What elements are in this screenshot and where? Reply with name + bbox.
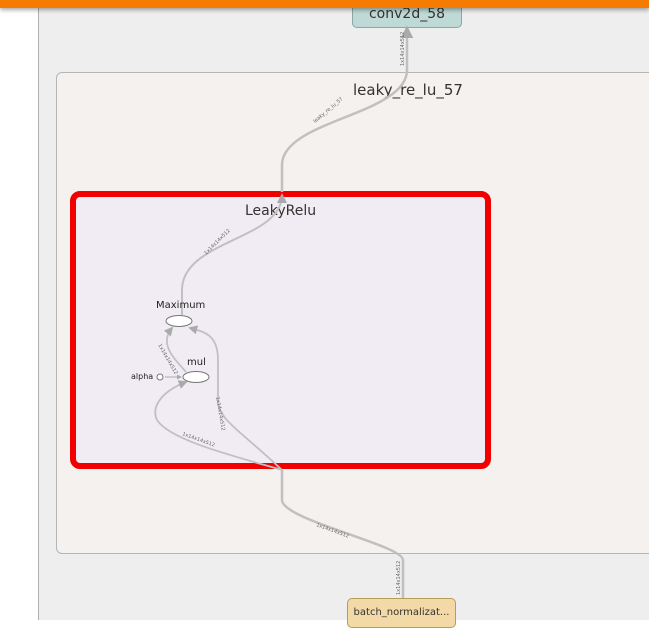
group-title: leaky_re_lu_57 xyxy=(353,81,463,99)
top-accent-bar xyxy=(0,0,649,8)
alpha-label[interactable]: alpha xyxy=(131,372,154,381)
maximum-label[interactable]: Maximum xyxy=(156,300,206,311)
leakyrelu-subgraph[interactable] xyxy=(70,191,491,469)
side-panel xyxy=(0,8,39,620)
mul-label[interactable]: mul xyxy=(187,357,206,368)
node-batch-normalization[interactable]: batch_normalizat... xyxy=(347,598,456,628)
subgraph-title: LeakyRelu xyxy=(245,203,317,219)
